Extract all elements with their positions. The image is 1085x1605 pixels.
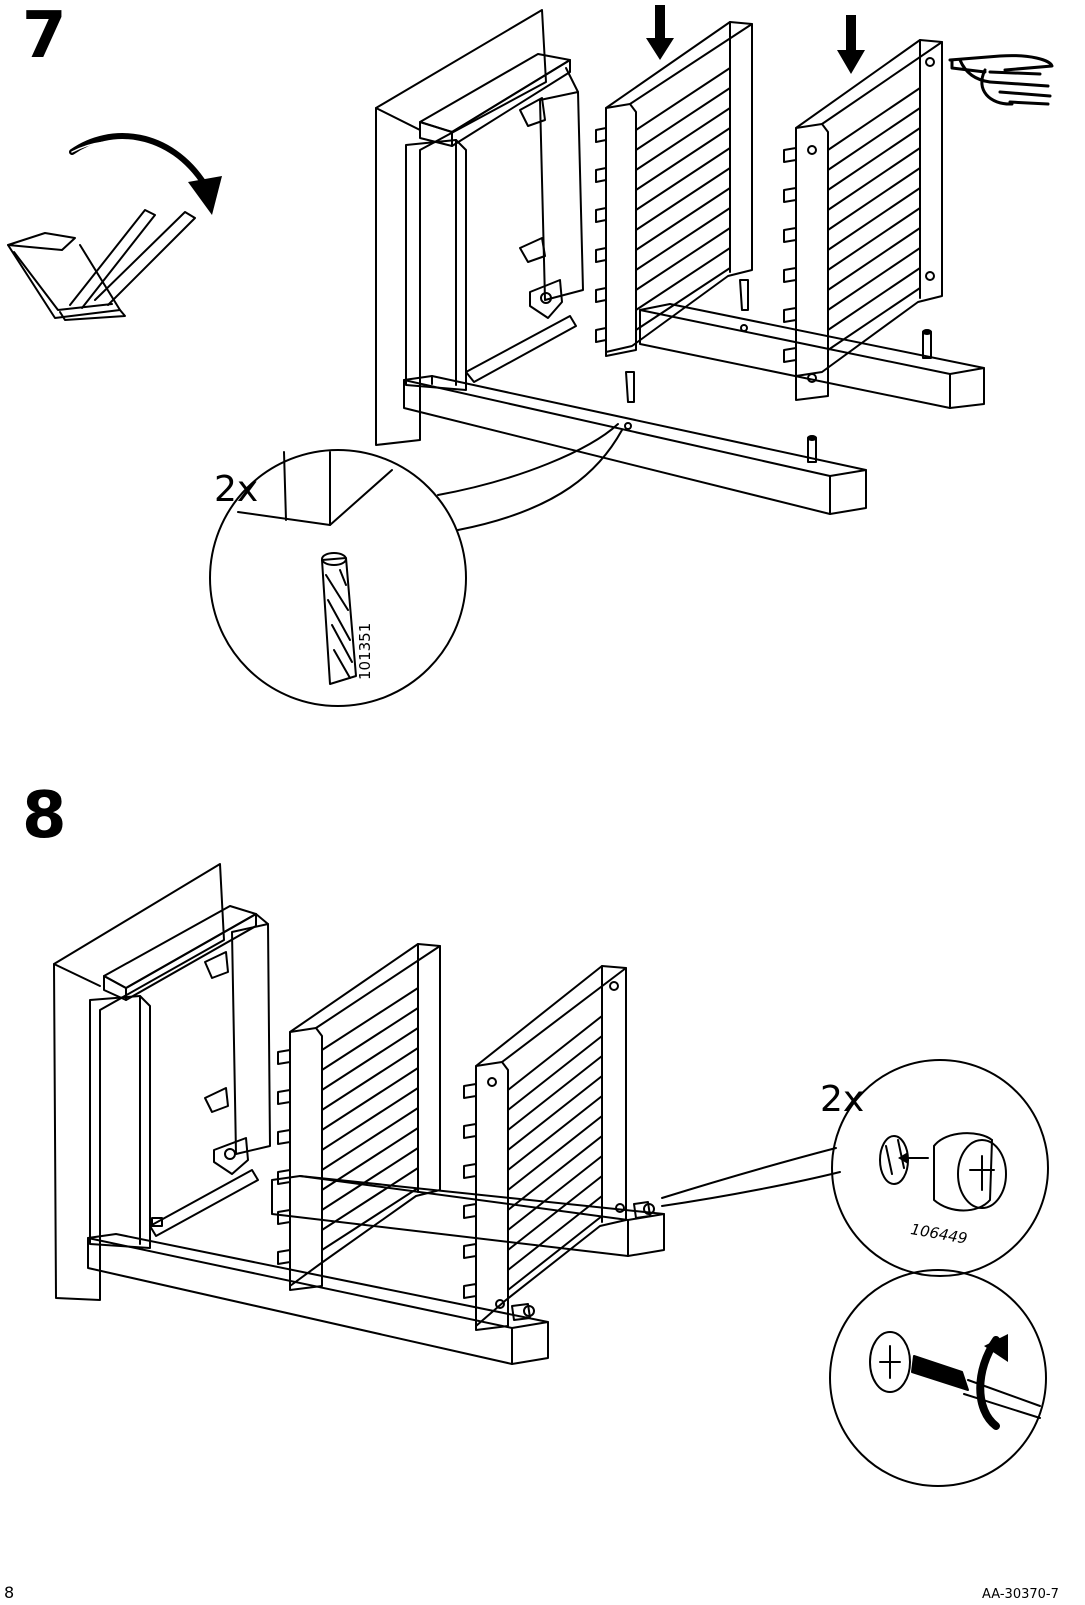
dowel-detail-callout <box>210 424 622 706</box>
step-8-assembly <box>54 864 664 1364</box>
step-7-assembly <box>376 10 984 514</box>
cam-head-icon <box>870 1332 910 1392</box>
rotate-clockwise-icon <box>980 1334 1008 1426</box>
page-number: 8 <box>4 1585 14 1601</box>
step-7-quantity: 2x <box>214 472 258 508</box>
step-8-number: 8 <box>22 784 65 848</box>
down-arrow-icon <box>646 5 674 60</box>
rotate-flip-icon <box>8 136 222 320</box>
cam-lock-icon <box>880 1133 1006 1210</box>
pointing-hand-icon <box>950 56 1052 104</box>
down-arrow-icon <box>837 15 865 74</box>
step-7-part-number: 101351 <box>358 623 373 680</box>
screwdriver-icon <box>912 1356 1040 1418</box>
step-8-quantity: 2x <box>820 1082 864 1118</box>
document-code: AA-30370-7 <box>982 1588 1059 1601</box>
screwdriver-detail-callout <box>830 1270 1046 1486</box>
